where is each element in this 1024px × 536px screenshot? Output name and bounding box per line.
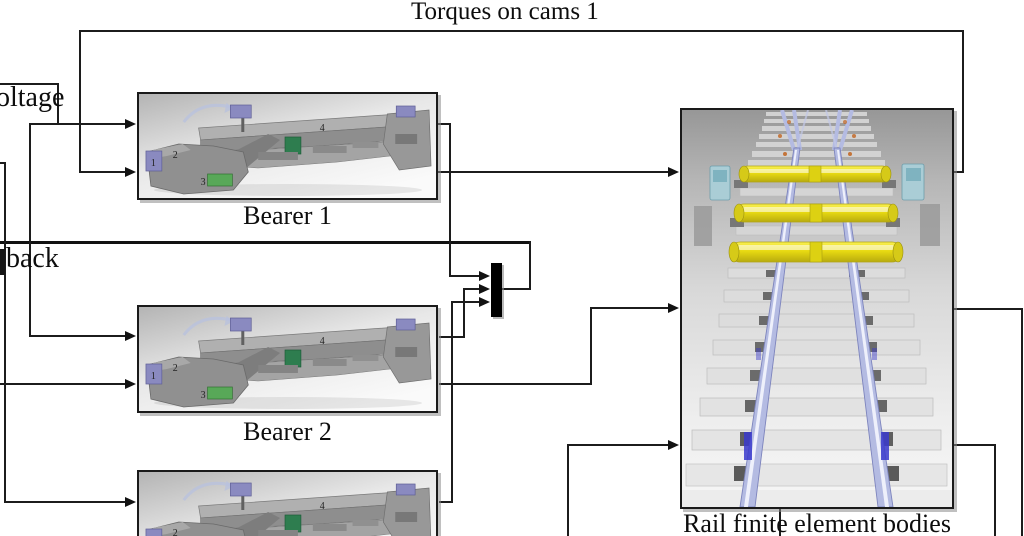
wire-torques-left-drop xyxy=(79,30,81,173)
feedback-signal-label: back xyxy=(6,243,59,274)
tamping-unit-image: 1 2 3 4 xyxy=(139,307,436,411)
wire-voltage-drop xyxy=(57,83,59,125)
wire-bearer3-to-mux xyxy=(451,301,453,503)
wire-mux-in1 xyxy=(449,275,480,277)
arrow-bearer2-in1 xyxy=(125,331,136,341)
svg-text:1: 1 xyxy=(151,158,156,169)
wire-bearer3-out1 xyxy=(439,501,453,503)
wire-bearer2-out2 xyxy=(439,383,592,385)
arrow-mux-in3 xyxy=(479,297,490,307)
wire-rail-in3 xyxy=(567,444,669,446)
arrow-rail-in3 xyxy=(668,440,679,450)
rail-track-image xyxy=(682,110,952,507)
svg-text:1: 1 xyxy=(151,371,156,382)
wire-voltage-to-bearer1 xyxy=(29,123,126,125)
wire-voltage-top xyxy=(0,83,59,85)
svg-text:4: 4 xyxy=(320,336,325,347)
wire-voltage-branch-down xyxy=(29,123,31,337)
arrow-bearer2-in2 xyxy=(125,379,136,389)
wire-rail-in2 xyxy=(590,307,669,309)
arrow-bearer3-in1 xyxy=(125,497,136,507)
wire-mux-out xyxy=(501,288,531,290)
wire-feedback-main xyxy=(0,241,530,244)
bearer-2-block[interactable]: 1 2 3 4 xyxy=(137,305,438,413)
wire-rail-out-bottom xyxy=(779,508,781,536)
wire-torques-to-bearer1 xyxy=(80,171,126,173)
bearer-2-label: Bearer 2 xyxy=(243,417,332,446)
svg-text:3: 3 xyxy=(201,177,206,188)
wire-to-bearer2-in2 xyxy=(0,383,126,385)
svg-text:4: 4 xyxy=(320,123,325,134)
bearer-1-label: Bearer 1 xyxy=(243,201,332,230)
wire-rail-out2-drop xyxy=(1021,308,1023,536)
tamping-unit-image: 1 2 3 4 xyxy=(139,472,436,536)
wire-torques-right-rise xyxy=(962,30,964,173)
arrow-bearer1-in1 xyxy=(125,119,136,129)
wire-feedback-riser xyxy=(529,241,531,290)
arrow-bearer1-in2 xyxy=(125,167,136,177)
svg-text:2: 2 xyxy=(173,363,178,374)
wire-mux-in3 xyxy=(451,301,480,303)
bearer-1-block[interactable]: 1 2 3 4 xyxy=(137,92,438,200)
wire-rail-out3-drop xyxy=(994,444,996,536)
svg-text:4: 4 xyxy=(320,501,325,512)
wire-bearer1-to-mux xyxy=(449,123,451,277)
wire-mux-in2 xyxy=(463,288,480,290)
wire-torques-top xyxy=(80,30,964,32)
svg-text:2: 2 xyxy=(173,528,178,536)
wire-bearer2-to-mux xyxy=(463,288,465,338)
arrow-mux-in1 xyxy=(479,271,490,281)
arrow-rail-in2 xyxy=(668,303,679,313)
tamping-unit-image: 1 2 3 4 xyxy=(139,94,436,198)
clipped-letter-fragment xyxy=(0,249,5,275)
wire-to-bearer2-in1 xyxy=(29,335,126,337)
wire-to-bearer3-in1 xyxy=(4,501,126,503)
wire-left-to-bearer3 xyxy=(4,162,6,503)
wire-rail-out2 xyxy=(953,308,1023,310)
wire-bearer2-to-rail-riser xyxy=(590,307,592,385)
wire-rail-out1-jog xyxy=(953,171,964,173)
wire-rail-in3-riser xyxy=(567,444,569,536)
wire-left-stub xyxy=(0,162,6,164)
mux-block[interactable] xyxy=(491,263,502,317)
arrow-rail-in1 xyxy=(668,167,679,177)
wire-rail-out3 xyxy=(953,444,996,446)
voltage-signal-label: oltage xyxy=(0,82,65,113)
rail-block-label: Rail finite element bodies xyxy=(683,509,951,536)
wire-bearer1-out1 xyxy=(436,123,451,125)
torques-signal-label: Torques on cams 1 xyxy=(411,0,599,25)
svg-text:3: 3 xyxy=(201,390,206,401)
svg-text:2: 2 xyxy=(173,150,178,161)
arrow-mux-in2 xyxy=(479,284,490,294)
wire-bearer1-out2-to-rail xyxy=(436,171,669,173)
bearer-3-block[interactable]: 1 2 3 4 xyxy=(137,470,438,536)
rail-finite-element-block[interactable] xyxy=(680,108,954,509)
